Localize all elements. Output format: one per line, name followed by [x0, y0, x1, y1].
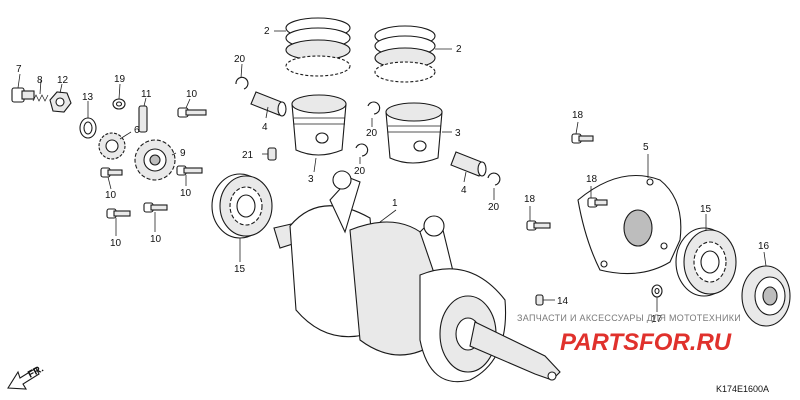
part-circlip-20-c	[355, 143, 369, 164]
callout-20-d: 20	[488, 202, 500, 213]
callout-labels: 7 8 12 13 19 11 10 6 9 10 10 10 10 2 2 2…	[16, 26, 770, 325]
callout-9: 9	[180, 148, 186, 159]
part-gear-9	[134, 139, 177, 181]
part-oil-seal-16	[741, 251, 791, 327]
part-crankshaft-1	[273, 170, 561, 383]
part-piston-pin-4-left	[250, 91, 287, 119]
callout-15-right: 15	[700, 204, 712, 215]
part-piston-3-right	[385, 102, 452, 164]
callout-21: 21	[242, 150, 254, 161]
part-washer-17	[651, 284, 663, 312]
callout-1: 1	[392, 198, 398, 209]
callout-10-d: 10	[150, 234, 162, 245]
callout-18-a: 18	[572, 110, 584, 121]
callout-20-a: 20	[234, 54, 246, 65]
callout-17: 17	[651, 314, 663, 325]
part-bolt-10-d	[143, 202, 168, 232]
part-bolt-10-c	[106, 208, 131, 236]
part-cover-plate-5	[577, 154, 682, 275]
front-direction-label: FR.	[26, 363, 46, 380]
callout-10-b: 10	[180, 188, 192, 199]
part-piston-rings-2-right	[374, 25, 452, 83]
front-direction-indicator: FR.	[7, 363, 46, 390]
callout-16: 16	[758, 241, 770, 252]
callout-18-b: 18	[586, 174, 598, 185]
callout-3-left: 3	[308, 174, 314, 185]
watermark: ЗАПЧАСТИ И АКСЕССУАРЫ ДЛЯ МОТОТЕХНИКИ PA…	[517, 313, 741, 356]
part-piston-pin-4-right	[450, 151, 487, 183]
part-pin-11	[138, 97, 148, 133]
part-bolt-7	[11, 73, 35, 103]
callout-10-top: 10	[186, 89, 198, 100]
part-circlip-20-d	[487, 172, 501, 200]
callout-3-right: 3	[455, 128, 461, 139]
callout-13: 13	[82, 92, 94, 103]
part-gear-6	[98, 131, 132, 160]
callout-4-right: 4	[461, 185, 467, 196]
callout-18-c: 18	[524, 194, 536, 205]
callout-10-a: 10	[105, 190, 117, 201]
part-washer-13	[79, 101, 97, 139]
callout-14: 14	[557, 296, 569, 307]
part-spring-8	[32, 79, 49, 102]
watermark-text: ЗАПЧАСТИ И АКСЕССУАРЫ ДЛЯ МОТОТЕХНИКИ	[517, 313, 741, 323]
callout-4-left: 4	[262, 122, 268, 133]
callout-2-left: 2	[264, 26, 270, 37]
callout-20-c: 20	[354, 166, 366, 177]
part-bolt-10-b	[176, 165, 203, 186]
part-piston-rings-2-left	[274, 17, 351, 77]
part-bearing-15-right	[675, 214, 737, 297]
callout-7: 7	[16, 64, 22, 75]
callout-19: 19	[114, 74, 126, 85]
part-bolt-18-b	[587, 186, 608, 208]
callout-15-left: 15	[234, 264, 246, 275]
part-bolt-18-c	[526, 206, 551, 231]
callout-12: 12	[57, 75, 69, 86]
diagram-reference-code: K174E1600A	[716, 384, 769, 394]
callout-6: 6	[134, 125, 140, 136]
part-washer-19	[112, 83, 126, 110]
part-dowel-21	[262, 147, 277, 161]
watermark-logo: PARTSFOR.RU	[560, 329, 732, 356]
part-dowel-14	[535, 294, 555, 306]
callout-8: 8	[37, 75, 43, 86]
part-circlip-20-a	[235, 63, 249, 90]
part-bearing-15-left	[211, 173, 273, 262]
callout-11: 11	[141, 89, 152, 100]
callout-5: 5	[643, 142, 649, 153]
part-nut-12	[49, 83, 72, 113]
part-bolt-18-a	[571, 121, 594, 144]
part-circlip-20-b	[367, 101, 381, 127]
callout-2-right: 2	[456, 44, 462, 55]
front-arrow-icon	[7, 367, 40, 390]
part-piston-3-left	[291, 94, 347, 173]
callout-20-b: 20	[366, 128, 378, 139]
part-bolt-10-a	[100, 167, 123, 190]
callout-10-c: 10	[110, 238, 122, 249]
part-bolt-10-top	[177, 98, 207, 118]
